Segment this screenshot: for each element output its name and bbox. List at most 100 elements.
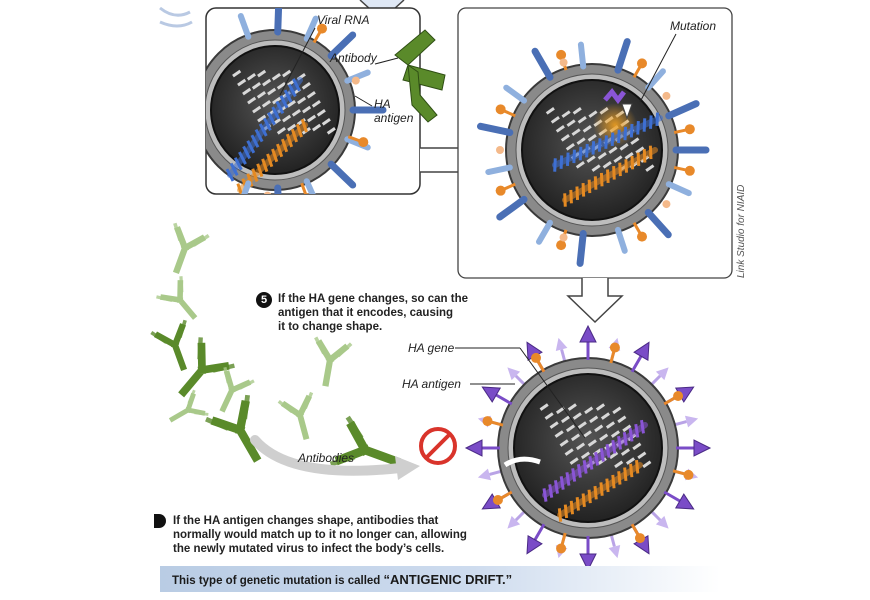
- ha-spike: [274, 184, 283, 194]
- ha-gene-helix-turn: [617, 435, 623, 450]
- rna-segment-bar: [587, 439, 597, 447]
- ha-gene-helix-turn: [225, 168, 235, 182]
- rna-segment-bar: [287, 123, 297, 132]
- ha-spike: [614, 226, 628, 254]
- virus-cutaway-mutated: [464, 324, 712, 572]
- na-gene-helix-turn: [569, 500, 575, 515]
- step-5-text: If the HA gene changes, so can the antig…: [278, 292, 528, 334]
- na-gene-helix-turn: [599, 482, 604, 496]
- ha-gene-helix-turn: [649, 115, 653, 129]
- na-gene-helix-turn: [281, 138, 289, 153]
- rna-segment-bar: [555, 125, 565, 133]
- ha-spike: [644, 208, 672, 239]
- antibody-icon: [219, 366, 255, 413]
- rna-segment-bar: [582, 125, 592, 133]
- rna-segment-bar: [257, 69, 267, 78]
- rna-segment-bar: [550, 116, 560, 124]
- ha-gene-helix-turn: [634, 423, 640, 438]
- rna-segment-bar: [246, 73, 256, 81]
- ha-gene-helix-turn: [267, 111, 276, 126]
- ha-gene-helix-turn: [582, 460, 588, 474]
- ha-spike: [274, 8, 283, 36]
- rna-segment-bar: [570, 433, 581, 442]
- ha-gene-helix-turn: [554, 480, 559, 494]
- ha-gene-helix-turn: [597, 138, 602, 152]
- na-gene-helix-turn: [557, 508, 563, 522]
- rna-segment-bar: [586, 155, 596, 163]
- antibody-icon-shape: [172, 226, 207, 275]
- rna-segment-bar: [559, 439, 569, 447]
- na-gene-helix-turn: [285, 133, 294, 148]
- rna-segment-bar: [316, 109, 326, 117]
- na-gene-helix-turn: [648, 145, 653, 160]
- ha-gene-helix-turn: [610, 132, 615, 147]
- na-gene-helix-turn: [635, 459, 640, 474]
- ha-gene-helix-turn: [246, 140, 256, 154]
- step-6-line: the newly mutated virus to infect the bo…: [173, 543, 445, 555]
- antibody-icon-shape: [315, 339, 350, 387]
- rna-segment-bar: [276, 82, 286, 90]
- rna-segment-bar: [591, 164, 601, 172]
- na-gene-helix-turn: [612, 166, 616, 180]
- ha-gene-helix-turn: [617, 129, 621, 144]
- ha-spike: [496, 195, 528, 221]
- ha-gene-helix-turn: [542, 488, 548, 502]
- ha-spike: [485, 164, 513, 176]
- antibody-icon-arm-detail: [173, 222, 210, 247]
- na-gene-helix-turn: [623, 467, 628, 482]
- rna-segment-bar: [565, 424, 576, 433]
- na-gene-helix-turn: [563, 193, 567, 207]
- rna-segment-bar: [575, 161, 585, 169]
- antibody-icon: [168, 389, 209, 423]
- ha-gene-helix-turn: [628, 427, 634, 442]
- ha-spike: [576, 230, 587, 267]
- label-ha-gene: HA gene: [408, 341, 455, 355]
- rna-segment-bar: [575, 442, 586, 451]
- ha-gene-helix-turn: [287, 83, 297, 98]
- antibody-icon: [277, 391, 314, 440]
- na-spike-head: [609, 342, 620, 353]
- antibody-icon: [156, 276, 198, 320]
- step-6-line: If the HA antigen changes shape, antibod…: [173, 515, 439, 527]
- step-6-badge-icon: [154, 514, 166, 528]
- ha-gene-helix-turn: [262, 117, 272, 131]
- rna-segment-bar: [608, 146, 618, 154]
- na-spike-head: [358, 137, 369, 148]
- ha-spike: [327, 160, 357, 189]
- ha-spike: [531, 47, 554, 81]
- na-spike-head: [317, 23, 327, 34]
- na-gene-helix-turn: [611, 474, 616, 489]
- rna-segment-bar: [539, 403, 549, 411]
- rna-segment-bar: [580, 451, 591, 460]
- ha-gene-helix-turn: [594, 452, 600, 466]
- leader-ha-gene-2: [519, 347, 586, 439]
- antibody-icon: [329, 415, 402, 467]
- ha-gene-helix-turn: [242, 145, 251, 160]
- na-spike-faded: [263, 191, 272, 194]
- rna-segment-bar: [252, 105, 262, 114]
- ha-gene-helix-turn: [572, 149, 576, 164]
- rna-segment-bar: [609, 451, 619, 460]
- ha-spike: [303, 178, 319, 194]
- na-gene-helix-turn: [593, 176, 598, 190]
- ha-gene-helix-turn: [576, 464, 582, 478]
- na-gene-helix-turn: [569, 189, 573, 204]
- rna-segment-bar: [545, 107, 555, 115]
- binding-arrow: [503, 456, 541, 468]
- ha-spike: [503, 84, 528, 104]
- na-gene-helix-turn: [256, 163, 264, 178]
- ha-spike: [476, 122, 514, 137]
- label-ha-antigen-bottom: HA antigen: [402, 377, 461, 391]
- na-gene-helix-turn: [251, 168, 259, 182]
- rna-segment-bar: [622, 424, 632, 433]
- rna-segment-bar: [554, 430, 564, 438]
- rna-segment-bar: [577, 421, 587, 429]
- ha-spike-faded-head: [507, 515, 521, 529]
- rna-segment-bar: [276, 127, 286, 135]
- rna-segment-bar: [625, 457, 636, 465]
- ha-spike: [237, 13, 252, 40]
- ha-spike: [665, 181, 692, 197]
- label-viral-rna: Viral RNA: [317, 13, 369, 27]
- ha-spike-mutated-head: [481, 386, 502, 403]
- ha-gene-helix-turn: [250, 134, 260, 148]
